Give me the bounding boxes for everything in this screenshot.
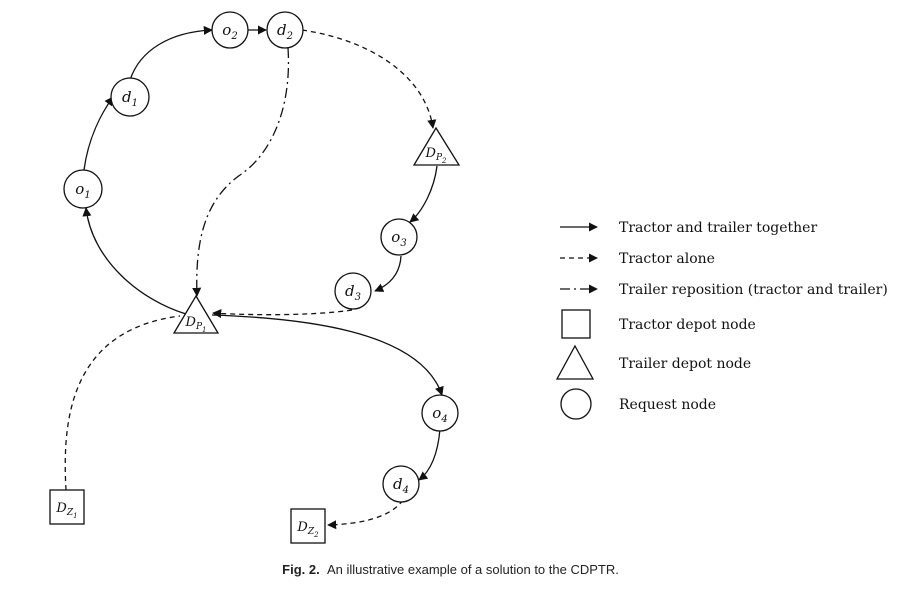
edge-o4-d4 <box>418 428 441 481</box>
edge-dp1-o4 <box>211 314 444 396</box>
svg-text:d3: d3 <box>345 282 361 303</box>
svg-text:o3: o3 <box>391 228 406 249</box>
triangle-symbol-icon <box>555 344 595 380</box>
node-o3: o3 <box>380 218 418 256</box>
node-dp1: DP1 <box>172 294 220 334</box>
svg-text:Request node: Request node <box>619 397 716 413</box>
nodes: o1 d1 o2 d2 o3 d3 o4 d4 <box>49 11 461 544</box>
svg-text:d4: d4 <box>393 475 409 496</box>
node-o4: o4 <box>421 394 459 432</box>
legend-item-reposition: Trailer reposition (tractor and trailer) <box>560 282 888 298</box>
svg-text:DZ1: DZ1 <box>55 501 77 520</box>
svg-text:o1: o1 <box>75 180 90 201</box>
svg-text:Trailer reposition (tractor an: Trailer reposition (tractor and trailer) <box>619 282 888 298</box>
edges <box>64 25 444 530</box>
svg-text:o4: o4 <box>432 404 447 425</box>
square-symbol-icon <box>561 309 591 339</box>
edge-dz1-dp1 <box>64 315 181 491</box>
node-dp2: DP2 <box>412 126 461 166</box>
node-d4: d4 <box>382 465 420 503</box>
legend-item-together: Tractor and trailer together <box>560 220 817 236</box>
legend-item-request: Request node <box>560 388 716 420</box>
svg-text:DP1: DP1 <box>185 315 207 334</box>
circle-symbol-icon <box>560 388 592 420</box>
svg-text:Tractor alone: Tractor alone <box>619 251 715 267</box>
node-o2: o2 <box>211 11 249 49</box>
node-d2: d2 <box>266 11 304 49</box>
node-o1: o1 <box>63 169 103 209</box>
edge-dp2-o3 <box>409 165 438 223</box>
svg-text:Tractor depot node: Tractor depot node <box>619 317 756 333</box>
svg-text:d2: d2 <box>277 21 293 42</box>
edge-d4-dz2 <box>327 499 404 530</box>
cdptr-solution-diagram: o1 d1 o2 d2 o3 d3 o4 d4 <box>49 11 888 544</box>
edge-d2-dp2 <box>301 29 437 129</box>
svg-text:DZ2: DZ2 <box>296 520 319 539</box>
node-dz1: DZ1 <box>49 489 85 525</box>
legend-item-tractor-depot: Tractor depot node <box>561 309 756 339</box>
svg-text:Trailer depot node: Trailer depot node <box>619 356 751 372</box>
node-d3: d3 <box>334 272 372 310</box>
legend-item-trailer-depot: Trailer depot node <box>555 344 751 380</box>
svg-text:DP2: DP2 <box>425 146 448 165</box>
figure-caption: Fig. 2. An illustrative example of a sol… <box>0 562 901 577</box>
legend: Tractor and trailer together Tractor alo… <box>555 220 888 420</box>
edge-o1-d1 <box>83 96 114 171</box>
edge-d1-o2 <box>129 25 213 81</box>
svg-text:o2: o2 <box>222 21 237 42</box>
svg-text:d1: d1 <box>122 88 138 109</box>
caption-label: Fig. 2. <box>282 562 320 577</box>
edge-o3-d3 <box>374 255 402 292</box>
svg-text:Tractor and trailer together: Tractor and trailer together <box>619 220 817 236</box>
edge-dp1-o1 <box>82 207 187 315</box>
legend-item-alone: Tractor alone <box>560 251 715 267</box>
edge-d2-dp1 <box>192 47 290 297</box>
caption-text: An illustrative example of a solution to… <box>326 562 619 577</box>
node-dz2: DZ2 <box>290 508 326 544</box>
node-d1: d1 <box>110 77 150 117</box>
edge-d3-dp1 <box>212 308 353 319</box>
